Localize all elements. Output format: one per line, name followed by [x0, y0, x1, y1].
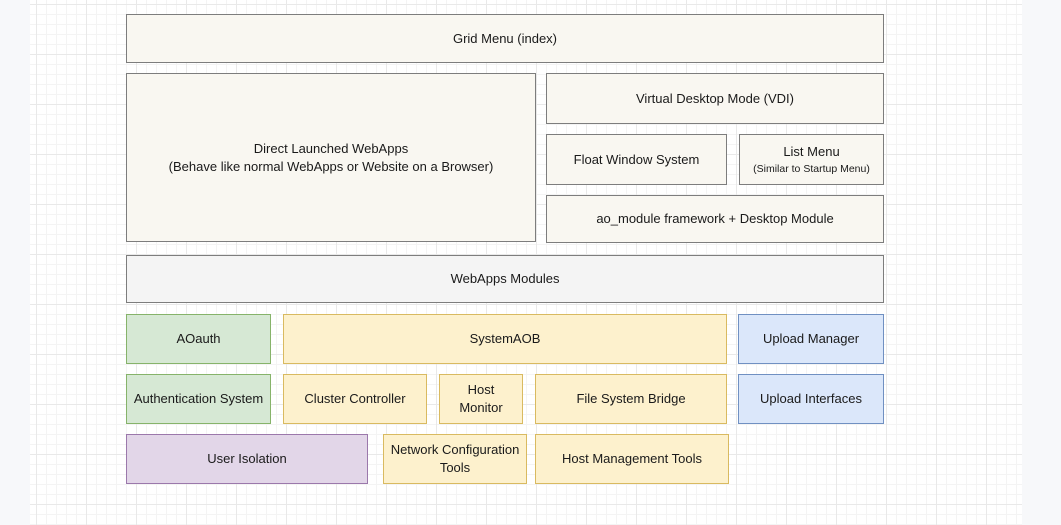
node-float-window-system-label: Float Window System [574, 151, 700, 169]
node-upload-manager-label: Upload Manager [763, 330, 859, 348]
node-aoauth[interactable]: AOauth [126, 314, 271, 364]
node-list-menu-label: List Menu [753, 143, 870, 161]
node-grid-menu[interactable]: Grid Menu (index) [126, 14, 884, 63]
node-host-monitor[interactable]: Host Monitor [439, 374, 523, 424]
node-network-configuration-tools-label: Network Configuration Tools [390, 441, 520, 476]
node-upload-manager[interactable]: Upload Manager [738, 314, 884, 364]
node-virtual-desktop-mode[interactable]: Virtual Desktop Mode (VDI) [546, 73, 884, 124]
node-cluster-controller[interactable]: Cluster Controller [283, 374, 427, 424]
node-grid-menu-label: Grid Menu (index) [453, 30, 557, 48]
node-webapps-modules[interactable]: WebApps Modules [126, 255, 884, 303]
node-authentication-system[interactable]: Authentication System [126, 374, 271, 424]
node-file-system-bridge-label: File System Bridge [576, 390, 685, 408]
node-aoauth-label: AOauth [176, 330, 220, 348]
node-user-isolation-label: User Isolation [207, 450, 286, 468]
node-webapps-modules-label: WebApps Modules [451, 270, 560, 288]
node-ao-module-framework[interactable]: ao_module framework + Desktop Module [546, 195, 884, 243]
node-network-configuration-tools[interactable]: Network Configuration Tools [383, 434, 527, 484]
node-system-aob-label: SystemAOB [470, 330, 541, 348]
node-system-aob[interactable]: SystemAOB [283, 314, 727, 364]
node-host-monitor-label: Host Monitor [446, 381, 516, 416]
node-user-isolation[interactable]: User Isolation [126, 434, 368, 484]
node-direct-launched-webapps-sublabel: (Behave like normal WebApps or Website o… [169, 158, 494, 176]
node-direct-launched-webapps[interactable]: Direct Launched WebApps (Behave like nor… [126, 73, 536, 242]
node-authentication-system-label: Authentication System [134, 390, 263, 408]
node-cluster-controller-label: Cluster Controller [304, 390, 405, 408]
node-direct-launched-webapps-label: Direct Launched WebApps [169, 140, 494, 158]
node-file-system-bridge[interactable]: File System Bridge [535, 374, 727, 424]
node-upload-interfaces[interactable]: Upload Interfaces [738, 374, 884, 424]
node-list-menu-sublabel: (Similar to Startup Menu) [753, 162, 870, 176]
node-float-window-system[interactable]: Float Window System [546, 134, 727, 185]
node-ao-module-framework-label: ao_module framework + Desktop Module [596, 210, 833, 228]
node-host-management-tools-label: Host Management Tools [562, 450, 702, 468]
node-host-management-tools[interactable]: Host Management Tools [535, 434, 729, 484]
node-list-menu[interactable]: List Menu (Similar to Startup Menu) [739, 134, 884, 185]
node-upload-interfaces-label: Upload Interfaces [760, 390, 862, 408]
node-virtual-desktop-mode-label: Virtual Desktop Mode (VDI) [636, 90, 794, 108]
